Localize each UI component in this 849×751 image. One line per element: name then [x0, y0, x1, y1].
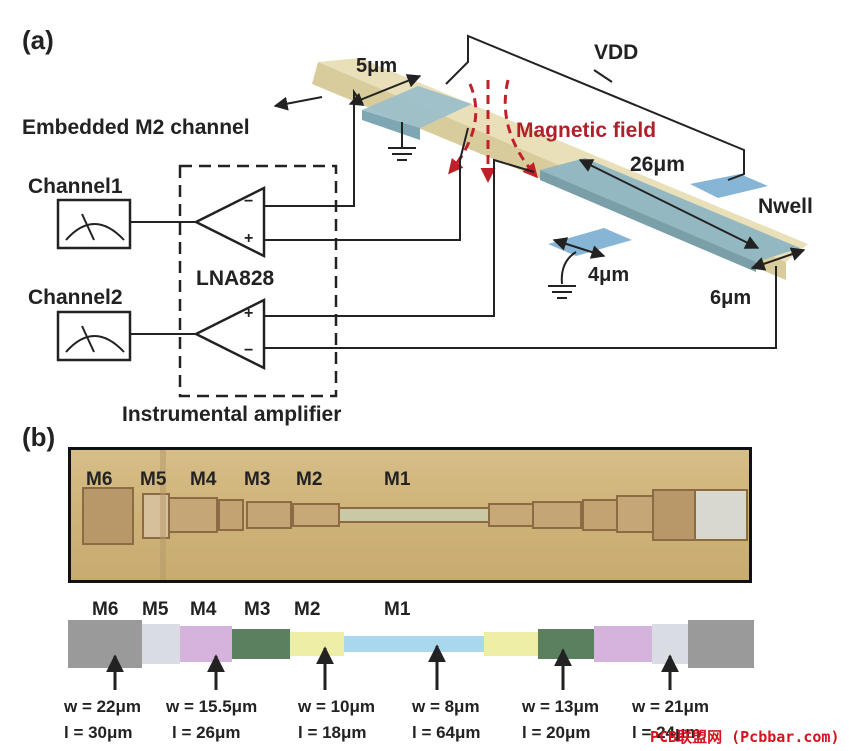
micro-label-m3: M3	[244, 469, 271, 490]
dim-5um-arrow	[348, 74, 422, 106]
micro-label-m4: M4	[190, 469, 217, 490]
segment-m3-right	[538, 629, 594, 659]
watermark: PCB联盟网 (Pcbbar.com)	[650, 728, 840, 746]
dim-w-m6: w = 22μm	[64, 697, 142, 716]
schem-label-m4: M4	[190, 599, 217, 620]
amp1-minus: −	[244, 193, 254, 210]
segment-m5-left	[142, 624, 180, 664]
dimension-arrows	[106, 644, 679, 690]
micrograph-image	[68, 447, 752, 583]
segment-m6-right	[688, 620, 754, 668]
schem-label-m5: M5	[142, 599, 169, 620]
amp2-plus: +	[244, 305, 254, 322]
meter-channel2	[56, 310, 132, 362]
instrumental-amplifier-box	[178, 164, 338, 398]
nwell-label: Nwell	[758, 195, 813, 218]
magnetic-field-label: Magnetic field	[516, 119, 657, 142]
schem-label-m6: M6	[92, 599, 119, 620]
vdd-label: VDD	[594, 41, 639, 64]
micro-label-m1: M1	[384, 469, 411, 490]
dim-l-m6: l = 30μm	[64, 723, 133, 742]
dim-w-m1: w = 8μm	[412, 697, 480, 716]
micro-label-m2: M2	[296, 469, 323, 490]
segment-m1	[344, 636, 484, 652]
dim-l-m3: l = 20μm	[522, 723, 591, 742]
channel1-label: Channel1	[28, 175, 123, 198]
segment-m4-right	[594, 626, 652, 662]
dim-4um-label: 4μm	[588, 264, 630, 286]
dim-4um-arrow	[552, 237, 606, 259]
embedded-channel-block	[362, 86, 472, 140]
dim-w-m2: w = 10μm	[298, 697, 376, 716]
micro-label-m5: M5	[140, 469, 167, 490]
segment-m2-left	[290, 632, 344, 656]
schem-label-m1: M1	[384, 599, 411, 620]
panel-a-label: (a)	[22, 25, 54, 55]
segment-m3-left	[232, 629, 290, 659]
dim-26um-arrow	[578, 159, 760, 249]
amp1-plus: +	[244, 230, 254, 247]
amp2-minus: −	[244, 342, 254, 359]
signal-wires	[130, 88, 777, 349]
segment-m2-right	[484, 632, 538, 656]
dim-l-m5: l = 24μm	[632, 723, 701, 742]
dim-w-m3: w = 13μm	[522, 697, 600, 716]
dim-6um-arrow	[750, 247, 806, 271]
meter-channel1	[56, 198, 132, 250]
lna-label: LNA828	[196, 267, 275, 290]
dim-26um-label: 26μm	[630, 153, 685, 176]
dim-l-m1: l = 64μm	[412, 723, 481, 742]
magnetic-field-arrows	[448, 79, 538, 183]
dim-l-m2: l = 18μm	[298, 723, 367, 742]
micro-label-m6: M6	[86, 469, 113, 490]
amplifier-2	[193, 297, 266, 371]
schem-label-m2: M2	[294, 599, 321, 620]
instrumental-amplifier-label: Instrumental amplifier	[122, 403, 342, 426]
dim-l-m4: l = 26μm	[172, 723, 241, 742]
channel2-label: Channel2	[28, 286, 123, 309]
panel-b-label: (b)	[22, 422, 56, 452]
dim-w-m5: w = 21μm	[632, 697, 710, 716]
schem-label-m3: M3	[244, 599, 271, 620]
dim-5um-label: 5μm	[356, 55, 398, 77]
segment-m4-left	[180, 626, 232, 662]
embedded-channel-label: Embedded M2 channel	[22, 116, 250, 139]
dim-6um-label: 6μm	[710, 287, 752, 309]
dim-w-m4: w = 15.5μm	[166, 697, 258, 716]
segment-m6-left	[68, 620, 142, 668]
ground-symbol-1	[388, 122, 416, 161]
amplifier-1	[193, 185, 266, 259]
embedded-label-arrow	[273, 96, 323, 111]
